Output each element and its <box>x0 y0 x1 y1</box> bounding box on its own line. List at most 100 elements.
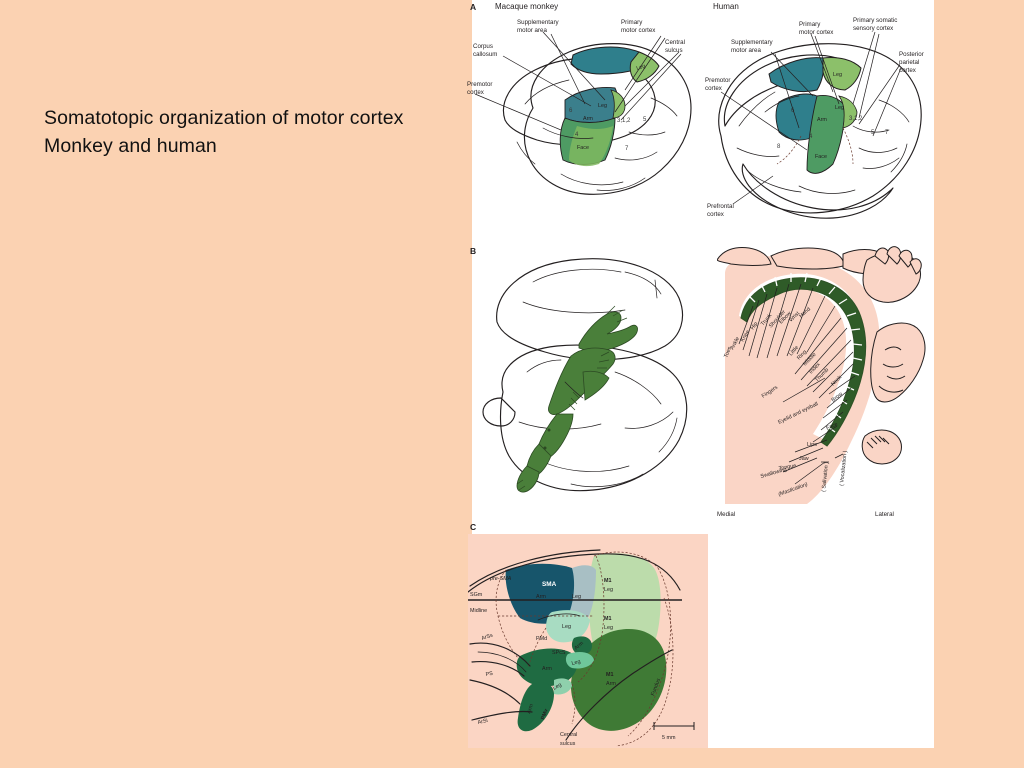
panel-c-sgm-label: SGm <box>470 592 483 598</box>
panel-c-m1-label-1: M1 <box>604 578 612 584</box>
human-callout-pmc-1: Primary <box>799 21 821 28</box>
human-area-5: 5 <box>871 130 875 136</box>
macaque-callout-pmc-2: motor cortex <box>621 27 656 34</box>
human-leg-label: Leg <box>835 105 844 111</box>
human-callout-sma-2: motor area <box>731 47 761 54</box>
panel-c-m1-leg-label-2: Leg <box>604 625 613 631</box>
human-callout-ppc-2: parietal <box>899 59 919 66</box>
homunculus-label-lips: Lips <box>807 442 817 448</box>
homunculus-label-jaw: Jaw <box>799 456 809 462</box>
human-callout-pfc-1: Prefrontal <box>707 203 734 210</box>
human-callout-pssc-2: sensory cortex <box>853 25 894 32</box>
human-callout-sma-1: Supplementary <box>731 39 774 46</box>
human-area-6: 6 <box>791 108 795 114</box>
panel-c-m1-label-3: M1 <box>606 672 614 678</box>
panel-c-fundus-label: Fundus <box>650 677 662 696</box>
human-callout-pmc-2: motor cortex <box>799 29 834 36</box>
human-callout-ppc-1: Posterior <box>899 51 924 58</box>
panel-c-scale-bar: 5 mm <box>653 722 695 741</box>
panel-c-spcs-label: SPcS <box>552 650 566 656</box>
panel-b: B <box>465 246 934 520</box>
panel-b-letter: B <box>470 246 477 256</box>
panel-c-pmv-leg-label: Leg <box>552 682 563 692</box>
panel-c-map-illustration: SMA Arm Leg M1 Leg M1 Leg M1 Arm Leg PMd… <box>468 534 708 748</box>
macaque-area-4: 4 <box>575 132 579 138</box>
macaque-callout-cc-2: callosum <box>473 51 497 58</box>
homunculus-label-salivation: ( Salivation ) <box>821 462 830 493</box>
homunculus-label-hip: Hip <box>750 321 760 331</box>
panel-a-human-title: Human <box>713 2 739 11</box>
human-callout-ppc-3: cortex <box>899 67 917 74</box>
panel-a-monkey-title: Macaque monkey <box>495 2 559 11</box>
macaque-brain-illustration: Leg Leg Arm Face 6 4 3,1,2 5 7 <box>467 19 692 195</box>
macaque-callout-pmc-1: Primary <box>621 19 643 26</box>
panel-c-pmd-arm-label: Arm <box>542 666 552 672</box>
panel-c-pmd-label: PMd <box>536 636 547 642</box>
macaque-callout-cc-1: Corpus <box>473 43 493 50</box>
macaque-callout-cs-2: sulcus <box>665 47 683 54</box>
homunculus-orientation-medial: Medial <box>717 511 735 518</box>
panel-c-letter: C <box>470 522 477 532</box>
panel-c-pmd-leg-small: Leg <box>571 659 581 667</box>
macaque-leg-label: Leg <box>598 103 607 109</box>
human-area-8: 8 <box>777 144 781 150</box>
panel-c-presma-label: pre-SMA <box>489 576 512 582</box>
panel-c-central-2: sulcus <box>560 741 576 747</box>
macaque-arm-label: Arm <box>583 116 593 122</box>
figure-image: A Macaque monkey Human Leg <box>465 0 934 748</box>
panel-c-m1-arm-label: Arm <box>606 681 616 687</box>
panel-c-scale-label: 5 mm <box>662 735 676 741</box>
macaque-homunculus-illustration <box>482 258 688 493</box>
title-line-2: Monkey and human <box>44 134 217 157</box>
figure-left-strip <box>465 0 472 748</box>
panel-c-central-1: Central <box>560 732 577 738</box>
homunculus-label-face: Face <box>825 421 838 431</box>
human-homunculus-illustration: Toes Ankle Knee Hip Trunk Shoulder Elbow… <box>717 246 926 518</box>
human-brain-illustration: Leg Leg Arm Face 6 4 8 3,1,2 5 7 <box>705 17 924 219</box>
panel-c-m1-label-2: M1 <box>604 616 612 622</box>
macaque-leg-label-dorsal: Leg <box>636 63 646 71</box>
human-leg-label-dorsal: Leg <box>833 72 842 78</box>
panel-c-midline-label: Midline <box>470 608 487 614</box>
human-area-7: 7 <box>885 130 889 136</box>
homunculus-label-toes: Toes <box>723 346 733 359</box>
page-title: Somatotopic organization of motor cortex… <box>44 105 464 160</box>
human-arm-label: Arm <box>817 117 827 123</box>
macaque-area-312: 3,1,2 <box>617 118 631 124</box>
panel-c-pmv-label: PMv <box>540 708 549 720</box>
human-callout-pre-1: Premotor <box>705 77 730 84</box>
homunculus-label-knee: Knee <box>740 329 752 343</box>
panel-c-pmd-leg-label: Leg <box>562 624 571 630</box>
homunculus-orientation-lateral: Lateral <box>875 511 894 518</box>
panel-c-sma-arm-label: Arm <box>536 594 546 600</box>
human-callout-pfc-2: cortex <box>707 211 725 218</box>
homunculus-label-ankle: Ankle <box>729 336 741 351</box>
panel-a: A Macaque monkey Human Leg <box>465 0 934 240</box>
homunculus-label-vocalization: ( Vocalization ) <box>839 450 849 486</box>
macaque-area-7: 7 <box>625 146 629 152</box>
macaque-area-6: 6 <box>569 108 573 114</box>
human-face-label: Face <box>815 154 827 160</box>
panel-c-sma-label: SMA <box>542 581 557 588</box>
human-area-312: 3,1,2 <box>849 116 863 122</box>
panel-a-letter: A <box>470 2 477 12</box>
macaque-callout-sma-1: Supplementary <box>517 19 560 26</box>
panel-c-sma-leg-label: Leg <box>572 594 581 600</box>
macaque-callout-sma-2: motor area <box>517 27 547 34</box>
panel-c-m1-leg-label-1: Leg <box>604 587 613 593</box>
human-area-4: 4 <box>809 134 813 140</box>
human-callout-pre-2: cortex <box>705 85 723 92</box>
panel-c-arss-label: ArSs <box>481 632 494 641</box>
panel-c-arsi-label: ArSi <box>477 718 488 726</box>
macaque-callout-pre-1: Premotor <box>467 81 492 88</box>
panel-c-ps-label: PS <box>485 671 494 678</box>
panel-c: C <box>465 520 934 748</box>
human-callout-pssc-1: Primary somatic <box>853 17 897 24</box>
panel-c-pmv-arm-label: Arm <box>526 703 535 715</box>
panel-c-pmd-arm-small: Arm <box>573 640 585 651</box>
macaque-area-5: 5 <box>643 117 647 123</box>
homunculus-label-tongue: Tongue <box>778 463 796 472</box>
macaque-callout-pre-2: cortex <box>467 89 485 96</box>
macaque-face-label: Face <box>577 145 589 151</box>
